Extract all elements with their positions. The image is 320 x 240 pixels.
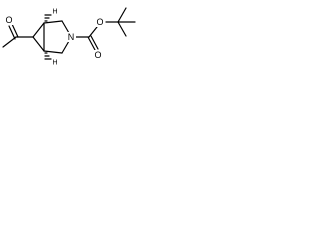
- pyrrolidine-bond-bottom-right: [61, 40, 70, 54]
- tert-butyl-methyl-bond-lower: [117, 21, 127, 37]
- ester-oxygen-label: O: [96, 17, 103, 27]
- stereo-hydrogen-bottom-label: H: [52, 60, 57, 67]
- ring-nitrogen-bg: [67, 32, 76, 42]
- acetyl-methyl-bond: [2, 36, 17, 48]
- ketone-oxygen-label: O: [5, 15, 12, 25]
- carbonyl-oxygen-label: O: [94, 50, 101, 60]
- carbonyl-oxygen-bg: [94, 50, 103, 60]
- atom-labels: O N O O H H: [5, 9, 105, 67]
- acetyl-carbonyl-double-bond-a: [8, 25, 16, 40]
- carbonyl-to-ester-oxygen-bond: [88, 26, 98, 38]
- pyrrolidine-bond-top-left: [43, 20, 63, 24]
- stereo-bonds: [44, 14, 52, 60]
- pyrrolidine-bond-top-right: [61, 20, 70, 34]
- bonds: [2, 7, 136, 54]
- stereo-hydrogen-top-label: H: [52, 9, 57, 16]
- acetyl-carbonyl-double-bond-b: [11, 23, 19, 38]
- ester-oxygen-bg: [96, 17, 105, 27]
- ring-nitrogen-label: N: [68, 32, 75, 42]
- carbamate-double-bond-a: [87, 36, 96, 51]
- pyrrolidine-bond-bottom-left: [43, 50, 63, 54]
- carbamate-double-bond-b: [90, 35, 99, 50]
- ketone-oxygen-bg: [5, 15, 14, 25]
- hashed-bond-top: [44, 14, 52, 22]
- chemical-structure: O N O O H H: [2, 7, 136, 67]
- cyclopropane-bond-bottom: [32, 36, 45, 52]
- cyclopropane-bond-top: [32, 22, 45, 38]
- hashed-bond-bottom: [44, 52, 52, 60]
- tert-butyl-methyl-bond-upper: [117, 7, 127, 23]
